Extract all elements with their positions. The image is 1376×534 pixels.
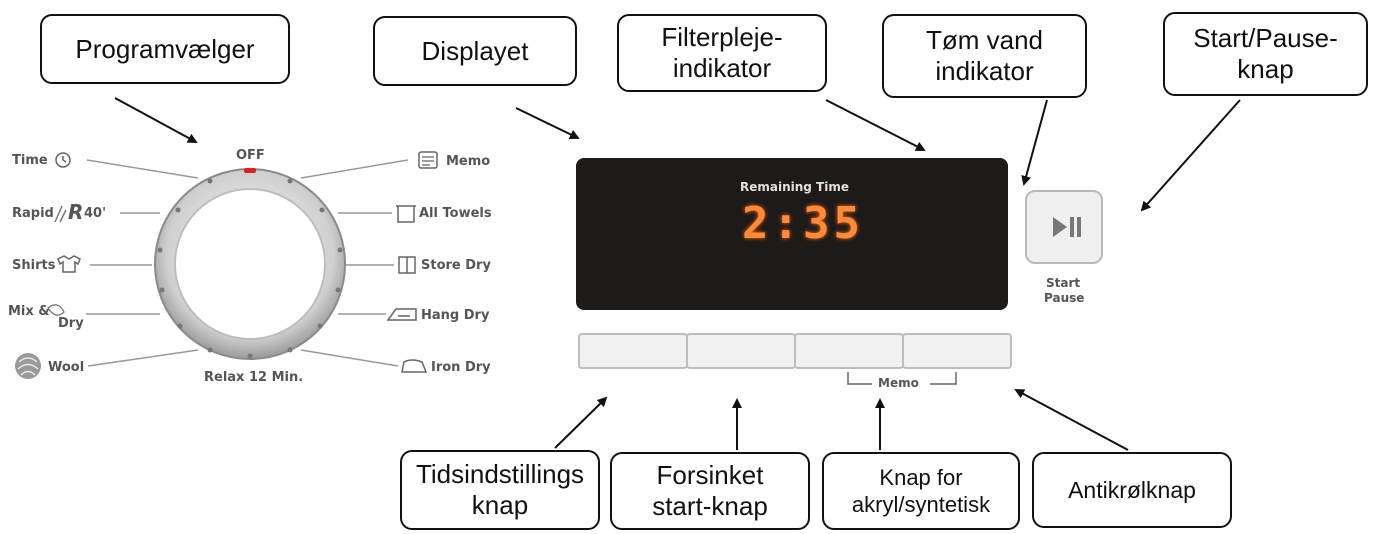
anti-crease-button[interactable] xyxy=(902,333,1012,369)
arrow-tomvand xyxy=(1021,99,1048,186)
callout-programvaelger: Programvælger xyxy=(40,14,290,84)
start-label: Start xyxy=(1046,276,1081,290)
memo-icon xyxy=(418,151,438,169)
arrow-tidsindstilling xyxy=(554,396,608,449)
callout-text: Filterpleje- xyxy=(661,22,783,52)
callout-text: akryl/syntetisk xyxy=(851,492,991,517)
dial-dry-label: Dry xyxy=(58,316,84,331)
dial-time-label: Time xyxy=(12,153,48,168)
program-dial-knob xyxy=(174,188,326,340)
callout-text: knap xyxy=(471,490,529,520)
callout-text: Tøm vand xyxy=(925,25,1044,55)
arrow-startpause xyxy=(1140,99,1241,212)
delay-start-button[interactable] xyxy=(686,333,796,369)
mix-dry-icon xyxy=(47,304,65,316)
synthetic-button[interactable] xyxy=(794,333,904,369)
time-setting-button[interactable] xyxy=(578,333,688,369)
callout-tidsindstilling: Tidsindstillings knap xyxy=(400,450,600,530)
dial-off-marker xyxy=(244,168,256,173)
time-icon xyxy=(55,152,71,168)
dial-shirts-label: Shirts xyxy=(12,258,56,273)
wool-icon xyxy=(15,353,41,379)
dial-store-dry-label: Store Dry xyxy=(421,258,491,273)
callout-text: indikator xyxy=(935,56,1034,86)
callout-tomvand: Tøm vand indikator xyxy=(882,14,1087,98)
dial-hang-dry-label: Hang Dry xyxy=(421,308,490,323)
callout-filterpleje: Filterpleje- indikator xyxy=(617,14,827,92)
callout-text: Tidsindstillings xyxy=(415,459,585,489)
arrow-programvaelger xyxy=(114,97,198,143)
arrow-displayet xyxy=(515,107,580,140)
callout-text: Start/Pause- xyxy=(1193,23,1338,53)
dial-mix-label: Mix & xyxy=(8,304,50,319)
arrow-antikrol xyxy=(1014,389,1129,451)
dial-rapid-label: Rapid xyxy=(12,206,54,221)
callout-akryl: Knap for akryl/syntetisk xyxy=(822,452,1020,530)
callout-text: Displayet xyxy=(421,35,529,66)
rapid-icon xyxy=(54,205,67,223)
callout-text: knap xyxy=(1237,54,1294,84)
start-pause-button[interactable] xyxy=(1025,190,1103,264)
callout-text: Forsinket xyxy=(656,460,764,490)
callout-antikrol: Antikrølknap xyxy=(1032,452,1232,528)
dial-all-towels-label: All Towels xyxy=(419,206,492,221)
dial-relax-label: Relax 12 Min. xyxy=(204,370,304,385)
callout-text: Antikrølknap xyxy=(1068,476,1196,503)
dial-rapid-r: R xyxy=(68,200,84,224)
time-digits: 2:35 xyxy=(742,198,864,249)
callout-displayet: Displayet xyxy=(373,16,577,86)
memo-bracket xyxy=(847,372,957,385)
time-icon-hands xyxy=(62,156,67,163)
hang-dry-icon xyxy=(386,308,417,321)
dial-rapid-40: 40' xyxy=(84,206,107,221)
towels-icon xyxy=(396,205,416,223)
iron-icon xyxy=(401,359,428,373)
shirt-icon xyxy=(57,255,81,273)
remaining-time-label: Remaining Time xyxy=(740,180,850,194)
pause-label: Pause xyxy=(1044,291,1085,305)
memo-label: Memo xyxy=(878,376,919,390)
callout-text: indikator xyxy=(672,53,772,83)
arrow-filterpleje xyxy=(825,99,926,151)
dial-iron-dry-label: Iron Dry xyxy=(431,360,491,375)
dial-off-label: OFF xyxy=(236,148,265,163)
callout-text: Programvælger xyxy=(75,33,255,64)
callout-startpause: Start/Pause- knap xyxy=(1163,12,1368,96)
display-panel xyxy=(576,158,1008,310)
play-pause-icon xyxy=(1053,217,1081,237)
callout-text: Knap for xyxy=(879,465,963,490)
callout-text: start-knap xyxy=(652,491,768,521)
callout-forsinket: Forsinket start-knap xyxy=(610,452,810,530)
dial-wool-label: Wool xyxy=(48,360,85,375)
dial-memo-label: Memo xyxy=(446,154,491,169)
